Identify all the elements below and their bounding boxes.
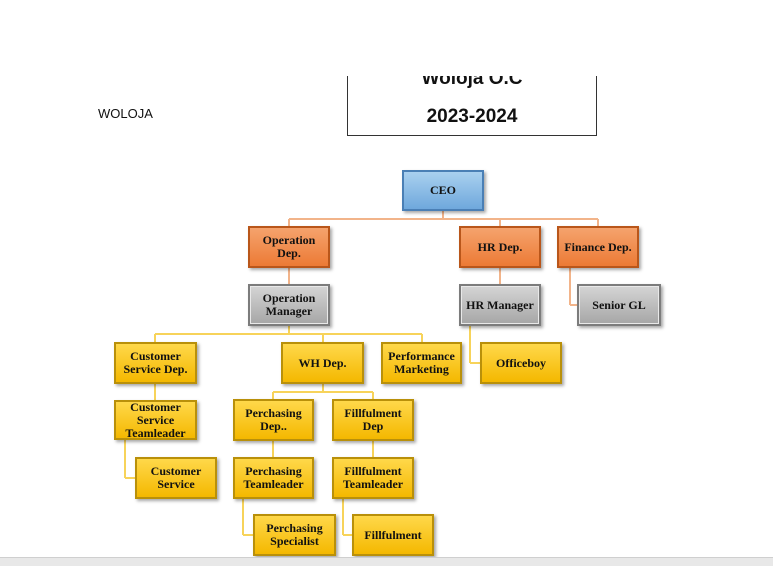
node-hr-dep: HR Dep.: [459, 226, 541, 268]
node-fillfulment-teamleader: Fillfulment Teamleader: [332, 457, 414, 499]
node-label: Senior GL: [592, 297, 646, 312]
node-performance-marketing: Performance Marketing: [381, 342, 462, 384]
node-ceo: CEO: [402, 170, 484, 211]
node-label: Perchasing Specialist: [266, 521, 323, 548]
bottom-scroll-edge: [0, 557, 773, 566]
chart-title: Woloja O.C: [421, 76, 523, 89]
node-operation-dep: Operation Dep.: [248, 226, 330, 268]
node-label: Performance Marketing: [388, 349, 455, 376]
node-hr-manager: HR Manager: [459, 284, 541, 326]
node-customer-service-dep: Customer Service Dep.: [114, 342, 197, 384]
node-fillfulment-dep: Fillfulment Dep: [332, 399, 414, 441]
node-label: Finance Dep.: [564, 239, 632, 254]
node-label: Fillfulment: [364, 527, 422, 542]
node-finance-dep: Finance Dep.: [557, 226, 639, 268]
node-label: HR Manager: [466, 297, 534, 312]
node-perchasing-teamleader: Perchasing Teamleader: [233, 457, 314, 499]
node-label: Officeboy: [496, 355, 546, 370]
node-operation-manager: Operation Manager: [248, 284, 330, 326]
node-customer-service-teamleader: Customer Service Teamleader: [114, 400, 197, 440]
node-officeboy: Officeboy: [480, 342, 562, 384]
node-label: Operation Manager: [262, 291, 316, 318]
node-fillfulment: Fillfulment: [352, 514, 434, 556]
node-label: Operation Dep.: [262, 233, 316, 260]
title-box: Woloja O.C 2023-2024: [347, 76, 597, 136]
node-label: Perchasing Teamleader: [243, 464, 304, 491]
node-label: Customer Service Dep.: [123, 349, 188, 376]
node-label: Fillfulment Dep: [344, 406, 402, 433]
ceo-connectors: [288, 211, 599, 306]
node-perchasing-dep: Perchasing Dep..: [233, 399, 314, 441]
node-label: HR Dep.: [477, 239, 523, 254]
staff-connectors: [124, 326, 480, 536]
node-label: WH Dep.: [298, 355, 347, 370]
node-senior-gl: Senior GL: [577, 284, 661, 326]
node-label: Fillfulment Teamleader: [342, 464, 404, 491]
node-label: CEO: [429, 183, 456, 197]
node-label: Customer Service Teamleader: [125, 399, 186, 440]
node-label: Perchasing Dep..: [245, 406, 302, 433]
chart-year: 2023-2024: [426, 106, 518, 127]
node-wh-dep: WH Dep.: [281, 342, 364, 384]
node-perchasing-specialist: Perchasing Specialist: [253, 514, 336, 556]
node-customer-service: Customer Service: [135, 457, 217, 499]
node-label: Customer Service: [150, 464, 202, 491]
company-name: WOLOJA: [98, 106, 153, 121]
